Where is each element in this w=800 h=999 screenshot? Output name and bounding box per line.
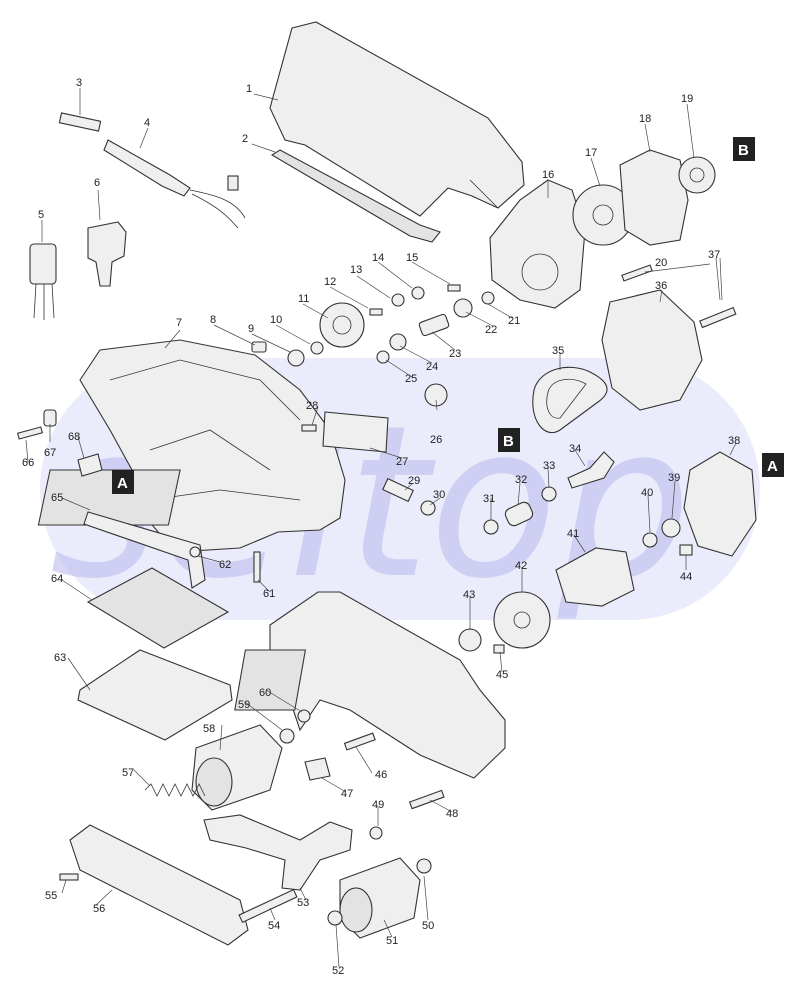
fan-housing [601, 289, 703, 411]
part-label-33: 33 [543, 460, 555, 472]
part-label-68: 68 [68, 431, 80, 443]
part-label-41: 41 [567, 528, 579, 540]
rail-strip [270, 149, 441, 243]
part-label-14: 14 [372, 252, 384, 264]
part-label-63: 63 [54, 652, 66, 664]
base-plate [77, 649, 233, 741]
leader-lines [25, 88, 737, 968]
part-label-38: 38 [728, 435, 740, 447]
part-label-26: 26 [430, 434, 442, 446]
part-label-62: 62 [219, 559, 231, 571]
part-label-19: 19 [681, 93, 693, 105]
part-label-64: 64 [51, 573, 63, 585]
part-label-9: 9 [248, 323, 254, 335]
part-label-65: 65 [51, 492, 63, 504]
part-label-28: 28 [306, 400, 318, 412]
part-label-45: 45 [496, 669, 508, 681]
part-label-7: 7 [176, 317, 182, 329]
part-label-32: 32 [515, 474, 527, 486]
svg-text:A: A [117, 475, 128, 492]
part-label-1: 1 [246, 83, 252, 95]
part-label-56: 56 [93, 903, 105, 915]
gear-housing [489, 179, 586, 309]
part-label-58: 58 [203, 723, 215, 735]
power-cord [103, 139, 191, 197]
part-label-24: 24 [426, 361, 438, 373]
part-label-43: 43 [463, 589, 475, 601]
part-label-36: 36 [655, 280, 667, 292]
part-label-2: 2 [242, 133, 248, 145]
part-label-15: 15 [406, 252, 418, 264]
ref-marker-a-left: A [112, 470, 134, 494]
part-label-17: 17 [585, 147, 597, 159]
tension-arm [203, 814, 353, 891]
svg-text:A: A [767, 458, 778, 475]
tension-spring [144, 783, 206, 797]
part-label-12: 12 [324, 276, 336, 288]
pulley-shaft [567, 451, 615, 489]
armature [555, 547, 635, 607]
part-label-5: 5 [38, 209, 44, 221]
part-label-35: 35 [552, 345, 564, 357]
part-label-52: 52 [332, 965, 344, 977]
part-label-37: 37 [708, 249, 720, 261]
side-plate [69, 824, 249, 946]
part-label-29: 29 [408, 475, 420, 487]
part-label-27: 27 [396, 456, 408, 468]
part-label-34: 34 [569, 443, 581, 455]
svg-text:B: B [738, 142, 749, 159]
part-label-22: 22 [485, 324, 497, 336]
part-label-30: 30 [433, 489, 445, 501]
part-label-46: 46 [375, 769, 387, 781]
part-label-51: 51 [386, 935, 398, 947]
part-label-25: 25 [405, 373, 417, 385]
ref-marker-b-left: B [498, 428, 520, 452]
part-label-13: 13 [350, 264, 362, 276]
part-label-60: 60 [259, 687, 271, 699]
part-label-66: 66 [22, 457, 34, 469]
part-label-16: 16 [542, 169, 554, 181]
part-label-10: 10 [270, 314, 282, 326]
part-label-21: 21 [508, 315, 520, 327]
part-label-59: 59 [238, 699, 250, 711]
part-label-3: 3 [76, 77, 82, 89]
part-label-54: 54 [268, 920, 280, 932]
part-label-18: 18 [639, 113, 651, 125]
part-label-48: 48 [446, 808, 458, 820]
dust-bag [269, 21, 525, 217]
part-label-31: 31 [483, 493, 495, 505]
part-label-23: 23 [449, 348, 461, 360]
part-label-49: 49 [372, 799, 384, 811]
part-label-55: 55 [45, 890, 57, 902]
large-gear [319, 302, 365, 348]
part-label-47: 47 [341, 788, 353, 800]
svg-text:B: B [503, 433, 514, 450]
part-label-67: 67 [44, 447, 56, 459]
field-stator [683, 451, 757, 557]
capacitor [29, 243, 57, 285]
small-gear-19 [678, 156, 716, 194]
switch [87, 221, 127, 287]
cork-pad [86, 567, 230, 649]
part-label-11: 11 [298, 293, 309, 305]
part-labels: 1 2 3 4 6 5 7 8 9 10 11 12 13 14 15 16 1… [22, 77, 740, 977]
part-label-40: 40 [641, 487, 653, 499]
part-label-20: 20 [655, 257, 667, 269]
part-label-57: 57 [122, 767, 134, 779]
ref-marker-a-right: A [762, 453, 784, 477]
part-label-53: 53 [297, 897, 309, 909]
part-label-50: 50 [422, 920, 434, 932]
part-label-39: 39 [668, 472, 680, 484]
part-label-4: 4 [144, 117, 150, 129]
part-label-8: 8 [210, 314, 216, 326]
baffle-plate [619, 149, 689, 246]
part-label-61: 61 [263, 588, 275, 600]
part-label-44: 44 [680, 571, 692, 583]
ref-marker-b-right: B [733, 137, 755, 161]
bracket [83, 511, 206, 589]
cord-sleeve [58, 112, 102, 132]
part-label-42: 42 [515, 560, 527, 572]
part-label-5-or-6: 6 [94, 177, 100, 189]
